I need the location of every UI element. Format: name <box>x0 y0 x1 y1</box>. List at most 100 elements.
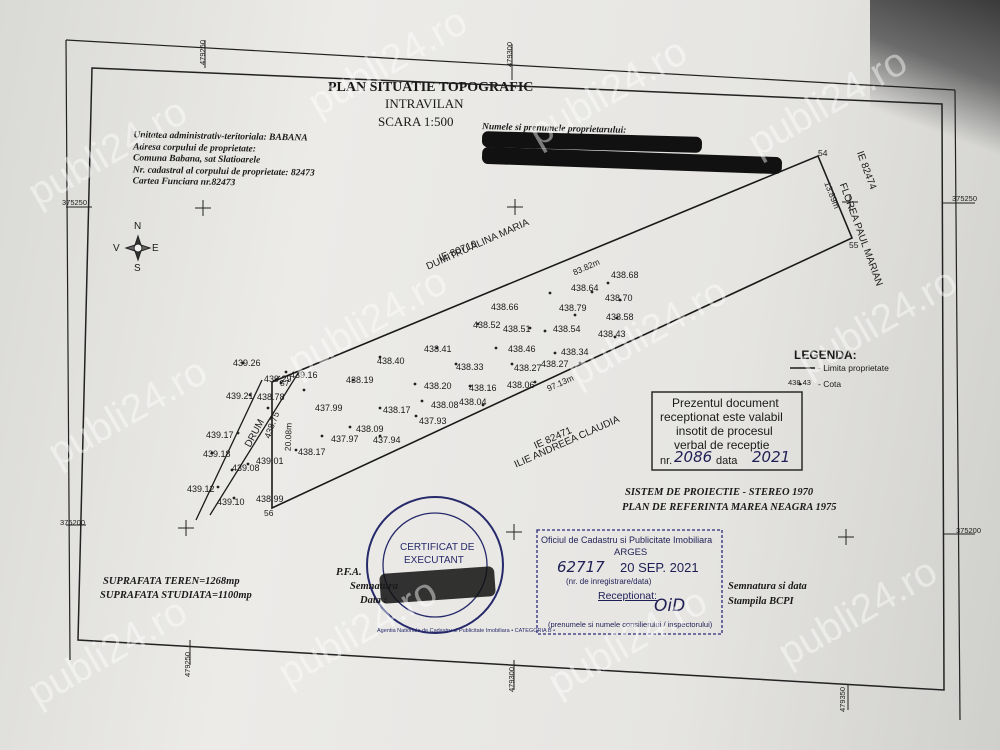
elev-label: 438.27 <box>514 363 542 373</box>
ocpi-received: Receptionat: <box>598 590 657 602</box>
elev-label: 438.43 <box>598 329 626 339</box>
point-57: 57 <box>280 378 290 388</box>
elev-label: 438.54 <box>553 324 581 334</box>
reception-line-2: receptionat este valabil <box>660 410 783 424</box>
ocpi-reg-no: 62717 <box>557 558 605 576</box>
coord-left-1: 375250 <box>62 198 88 207</box>
elev-label: 439.12 <box>187 484 215 494</box>
page-scale: SCARA 1:500 <box>378 114 454 129</box>
coord-right-1: 375250 <box>952 194 978 203</box>
compass-v: V <box>113 243 120 254</box>
pfa-label: P.F.A. <box>336 567 362 578</box>
point-54: 54 <box>818 148 828 158</box>
legend-item-sample: 438.43 <box>788 378 811 387</box>
bcpi-signature-label: Semnatura si data <box>728 581 807 592</box>
elev-label: 438.04 <box>459 397 487 407</box>
reception-data-value: 2021 <box>752 448 791 466</box>
elev-label: 438.20 <box>424 381 452 391</box>
projection-reference: PLAN DE REFERINTA MAREA NEAGRA 1975 <box>622 502 837 513</box>
elev-label: 439.10 <box>217 497 245 507</box>
projection-system: SISTEM DE PROIECTIE - STEREO 1970 <box>625 487 814 498</box>
info-block: Unitatea administrativ-teritoriala: BABA… <box>133 130 316 191</box>
elev-label: 438.66 <box>491 302 519 312</box>
outer-frame-left <box>65 39 71 661</box>
elev-label: 438.51 <box>503 324 531 334</box>
elev-label: 439.29 <box>264 374 292 384</box>
reception-line-3: insotit de procesul <box>676 424 773 438</box>
elev-label: 439.26 <box>233 358 261 368</box>
outer-frame-top <box>65 39 956 91</box>
area-land: SUPRAFATA TEREN=1268mp <box>103 576 240 587</box>
area-studied: SUPRAFATA STUDIATA=1100mp <box>100 590 252 601</box>
point-55: 55 <box>849 240 859 250</box>
elev-label: 438.34 <box>561 347 589 357</box>
elev-label: 438.70 <box>605 293 633 303</box>
bcpi-stamp-label: Stampila BCPI <box>728 596 794 607</box>
elev-label: 438.78 <box>257 392 285 402</box>
elev-label: 438.79 <box>559 303 587 313</box>
elev-label: 438.08 <box>431 400 459 410</box>
boundary-tick <box>271 375 281 383</box>
elev-label: 437.99 <box>315 403 343 413</box>
elev-label: 439.18 <box>203 449 231 459</box>
legend-item-boundary: - Limita proprietate <box>818 363 889 373</box>
reception-data-label: data <box>716 455 738 467</box>
elev-label: 438.68 <box>611 270 639 280</box>
ocpi-date: 20 SEP. 2021 <box>620 560 699 575</box>
compass-s: S <box>134 263 141 274</box>
elev-label: 439.16 <box>290 370 318 380</box>
elev-label: 439.17 <box>206 430 234 440</box>
reception-line-4: verbal de receptie <box>674 438 770 452</box>
road-edge-1 <box>209 369 301 516</box>
elev-label: 438.41 <box>424 344 452 354</box>
outer-frame-right <box>954 89 961 721</box>
pfa-date-label: Data : <box>360 595 388 606</box>
certificate-stamp <box>366 496 504 634</box>
coord-bottom-3: 479350 <box>838 686 848 713</box>
ocpi-footer: (prenumele si numele consilierului / ins… <box>548 620 713 629</box>
legend-title: LEGENDA: <box>794 348 857 362</box>
elevation-points <box>210 281 622 500</box>
certificate-ring-text: Agentia Nationala de Cadastru si Publici… <box>377 628 555 634</box>
page-title: PLAN SITUATIE TOPOGRAFIC <box>328 80 534 95</box>
elev-label: 437.93 <box>419 416 447 426</box>
compass-rose <box>124 234 152 262</box>
elev-label: 439.01 <box>256 456 284 466</box>
certificate-line-2: EXECUTANT <box>404 555 464 566</box>
elev-label: 438.06 <box>507 380 535 390</box>
coord-bottom-2: 479300 <box>507 666 517 693</box>
inner-frame <box>77 67 945 691</box>
certificate-line-1: CERTIFICAT DE <box>400 542 475 553</box>
coord-top-1: 479250 <box>198 39 208 66</box>
point-56: 56 <box>264 508 274 518</box>
elev-label: 439.21 <box>226 391 254 401</box>
elev-label: 439.08 <box>232 463 260 473</box>
ocpi-signature: OiD <box>654 596 686 616</box>
grid-crosses <box>178 194 858 545</box>
elev-label: 438.58 <box>606 312 634 322</box>
legend-point-sample <box>798 382 802 386</box>
ocpi-county: ARGES <box>614 547 648 558</box>
reception-nr-value: 2086 <box>674 448 713 466</box>
elev-label: 438.17 <box>383 405 411 415</box>
ocpi-box-border <box>536 529 723 635</box>
photo-shadow <box>870 0 1000 160</box>
property-boundary <box>271 154 854 510</box>
elev-label: 438.64 <box>571 283 599 293</box>
elev-label: 437.94 <box>373 435 401 445</box>
coord-left-2: 375200 <box>60 518 86 527</box>
coord-bottom-1: 479250 <box>183 651 193 678</box>
compass-e: E <box>152 243 159 254</box>
dim-left: 20.08m <box>282 422 294 452</box>
reception-box-border <box>651 391 803 471</box>
elev-label: 438.09 <box>356 424 384 434</box>
elev-label: 438.27 <box>541 359 569 369</box>
page-subtitle: INTRAVILAN <box>385 96 464 111</box>
pfa-signature-label: Semnatura <box>350 581 398 592</box>
coord-right-2: 375200 <box>956 526 982 535</box>
compass-n: N <box>134 221 142 232</box>
elev-label: 438.99 <box>256 494 284 504</box>
elev-label: 438.16 <box>469 383 497 393</box>
